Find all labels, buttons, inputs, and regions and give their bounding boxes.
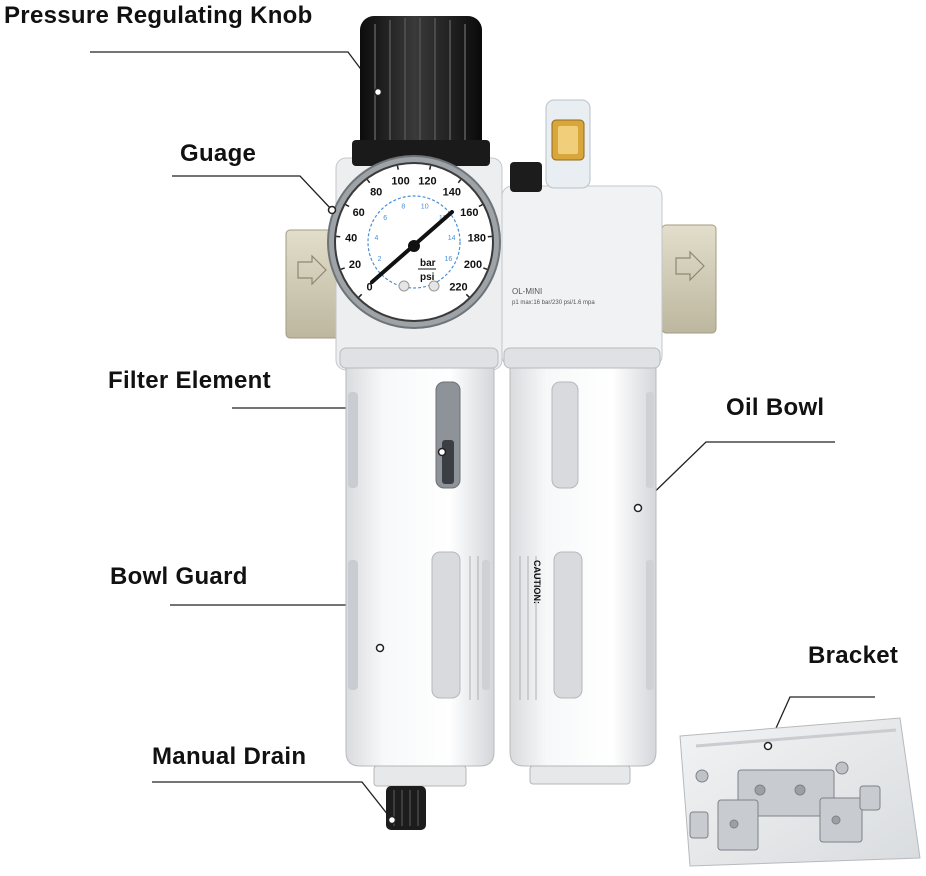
gauge-bar-tick-label: 4 [374,235,378,242]
pressure-knob [352,16,490,166]
gauge-leader-line [172,175,333,211]
lubricator-model-label: OL-MINI [512,287,542,296]
callout-oil-bowl: Oil Bowl [726,394,825,421]
gauge-bar-tick-label: 10 [421,204,429,211]
filter-collar [339,347,499,369]
callout-bowl-guard: Bowl Guard [110,563,248,590]
gauge-psi-tick-label: 20 [349,259,361,271]
gauge-psi-tick-mark [345,203,350,208]
gauge-unit-bar: bar [420,258,436,269]
drain-leader-line [152,781,393,821]
gauge-psi-tick-mark [465,293,470,298]
callout-gauge: Guage [180,140,257,167]
drain-dot [387,815,397,825]
gauge-bar-tick-label: 6 [383,215,387,222]
gauge-bar-tick-label: 16 [445,256,453,263]
gauge-unit-psi: psi [420,272,435,283]
gauge-psi-tick-mark [396,165,400,170]
gauge-psi-tick-label: 60 [353,207,365,219]
filter-dot [437,447,447,457]
knob-leader-line [90,51,379,93]
oil-collar [503,347,661,369]
gauge-psi-tick-mark [457,179,462,184]
gauge-psi-tick-mark [478,203,483,208]
lubricator-spec-label: p1 max:16 bar/230 psi/1.6 mpa [512,300,595,306]
bowlguard-dot [375,643,385,653]
gauge-bar-tick-label: 14 [448,235,456,242]
adjust-screw [510,162,542,192]
gauge-psi-tick-label: 140 [443,187,461,199]
callout-bracket: Bracket [808,642,899,669]
gauge-psi-tick-mark [358,293,363,298]
sight-dome [545,99,591,189]
oilbowl-dot [633,503,643,513]
gauge-psi-tick-label: 0 [366,282,372,294]
gauge-psi-tick-label: 160 [460,207,478,219]
gauge-psi-tick-label: 80 [370,187,382,199]
lubricator-head [501,185,663,367]
gauge-bar-tick-label: 8 [401,204,405,211]
oilbowl-leader-line [637,441,835,509]
knob-dot [373,87,383,97]
gauge-psi-tick-label: 220 [449,282,467,294]
caution-text: CAUTION: [532,560,542,604]
gauge-psi-tick-mark [483,267,488,271]
gauge-bar-tick-label: 2 [378,256,382,263]
callout-pressure-knob: Pressure Regulating Knob [4,2,313,29]
gauge-psi-tick-mark [366,179,371,184]
gauge-psi-tick-mark [340,267,345,271]
gauge-psi-tick-label: 100 [391,175,409,187]
gauge-psi-tick-label: 200 [464,259,482,271]
callout-dots [327,87,773,825]
bracket-bag [679,717,921,867]
gauge-psi-tick-label: 180 [468,233,486,245]
filter-bowl-guard [345,367,495,767]
gauge-psi-tick-label: 120 [418,175,436,187]
callout-filter-element: Filter Element [108,367,271,394]
gauge-psi-tick-mark [428,165,432,170]
gauge-psi-ticks: 0 20 40 60 80 100 120 140 160 180 200 220 [336,165,492,298]
oil-bowl: CAUTION: [509,367,657,785]
bracket-dot [763,741,773,751]
right-port-block [661,224,717,334]
gauge-dot [327,205,337,215]
bracket-part [689,761,881,851]
gauge-psi-tick-label: 40 [345,233,357,245]
callout-manual-drain: Manual Drain [152,743,307,770]
